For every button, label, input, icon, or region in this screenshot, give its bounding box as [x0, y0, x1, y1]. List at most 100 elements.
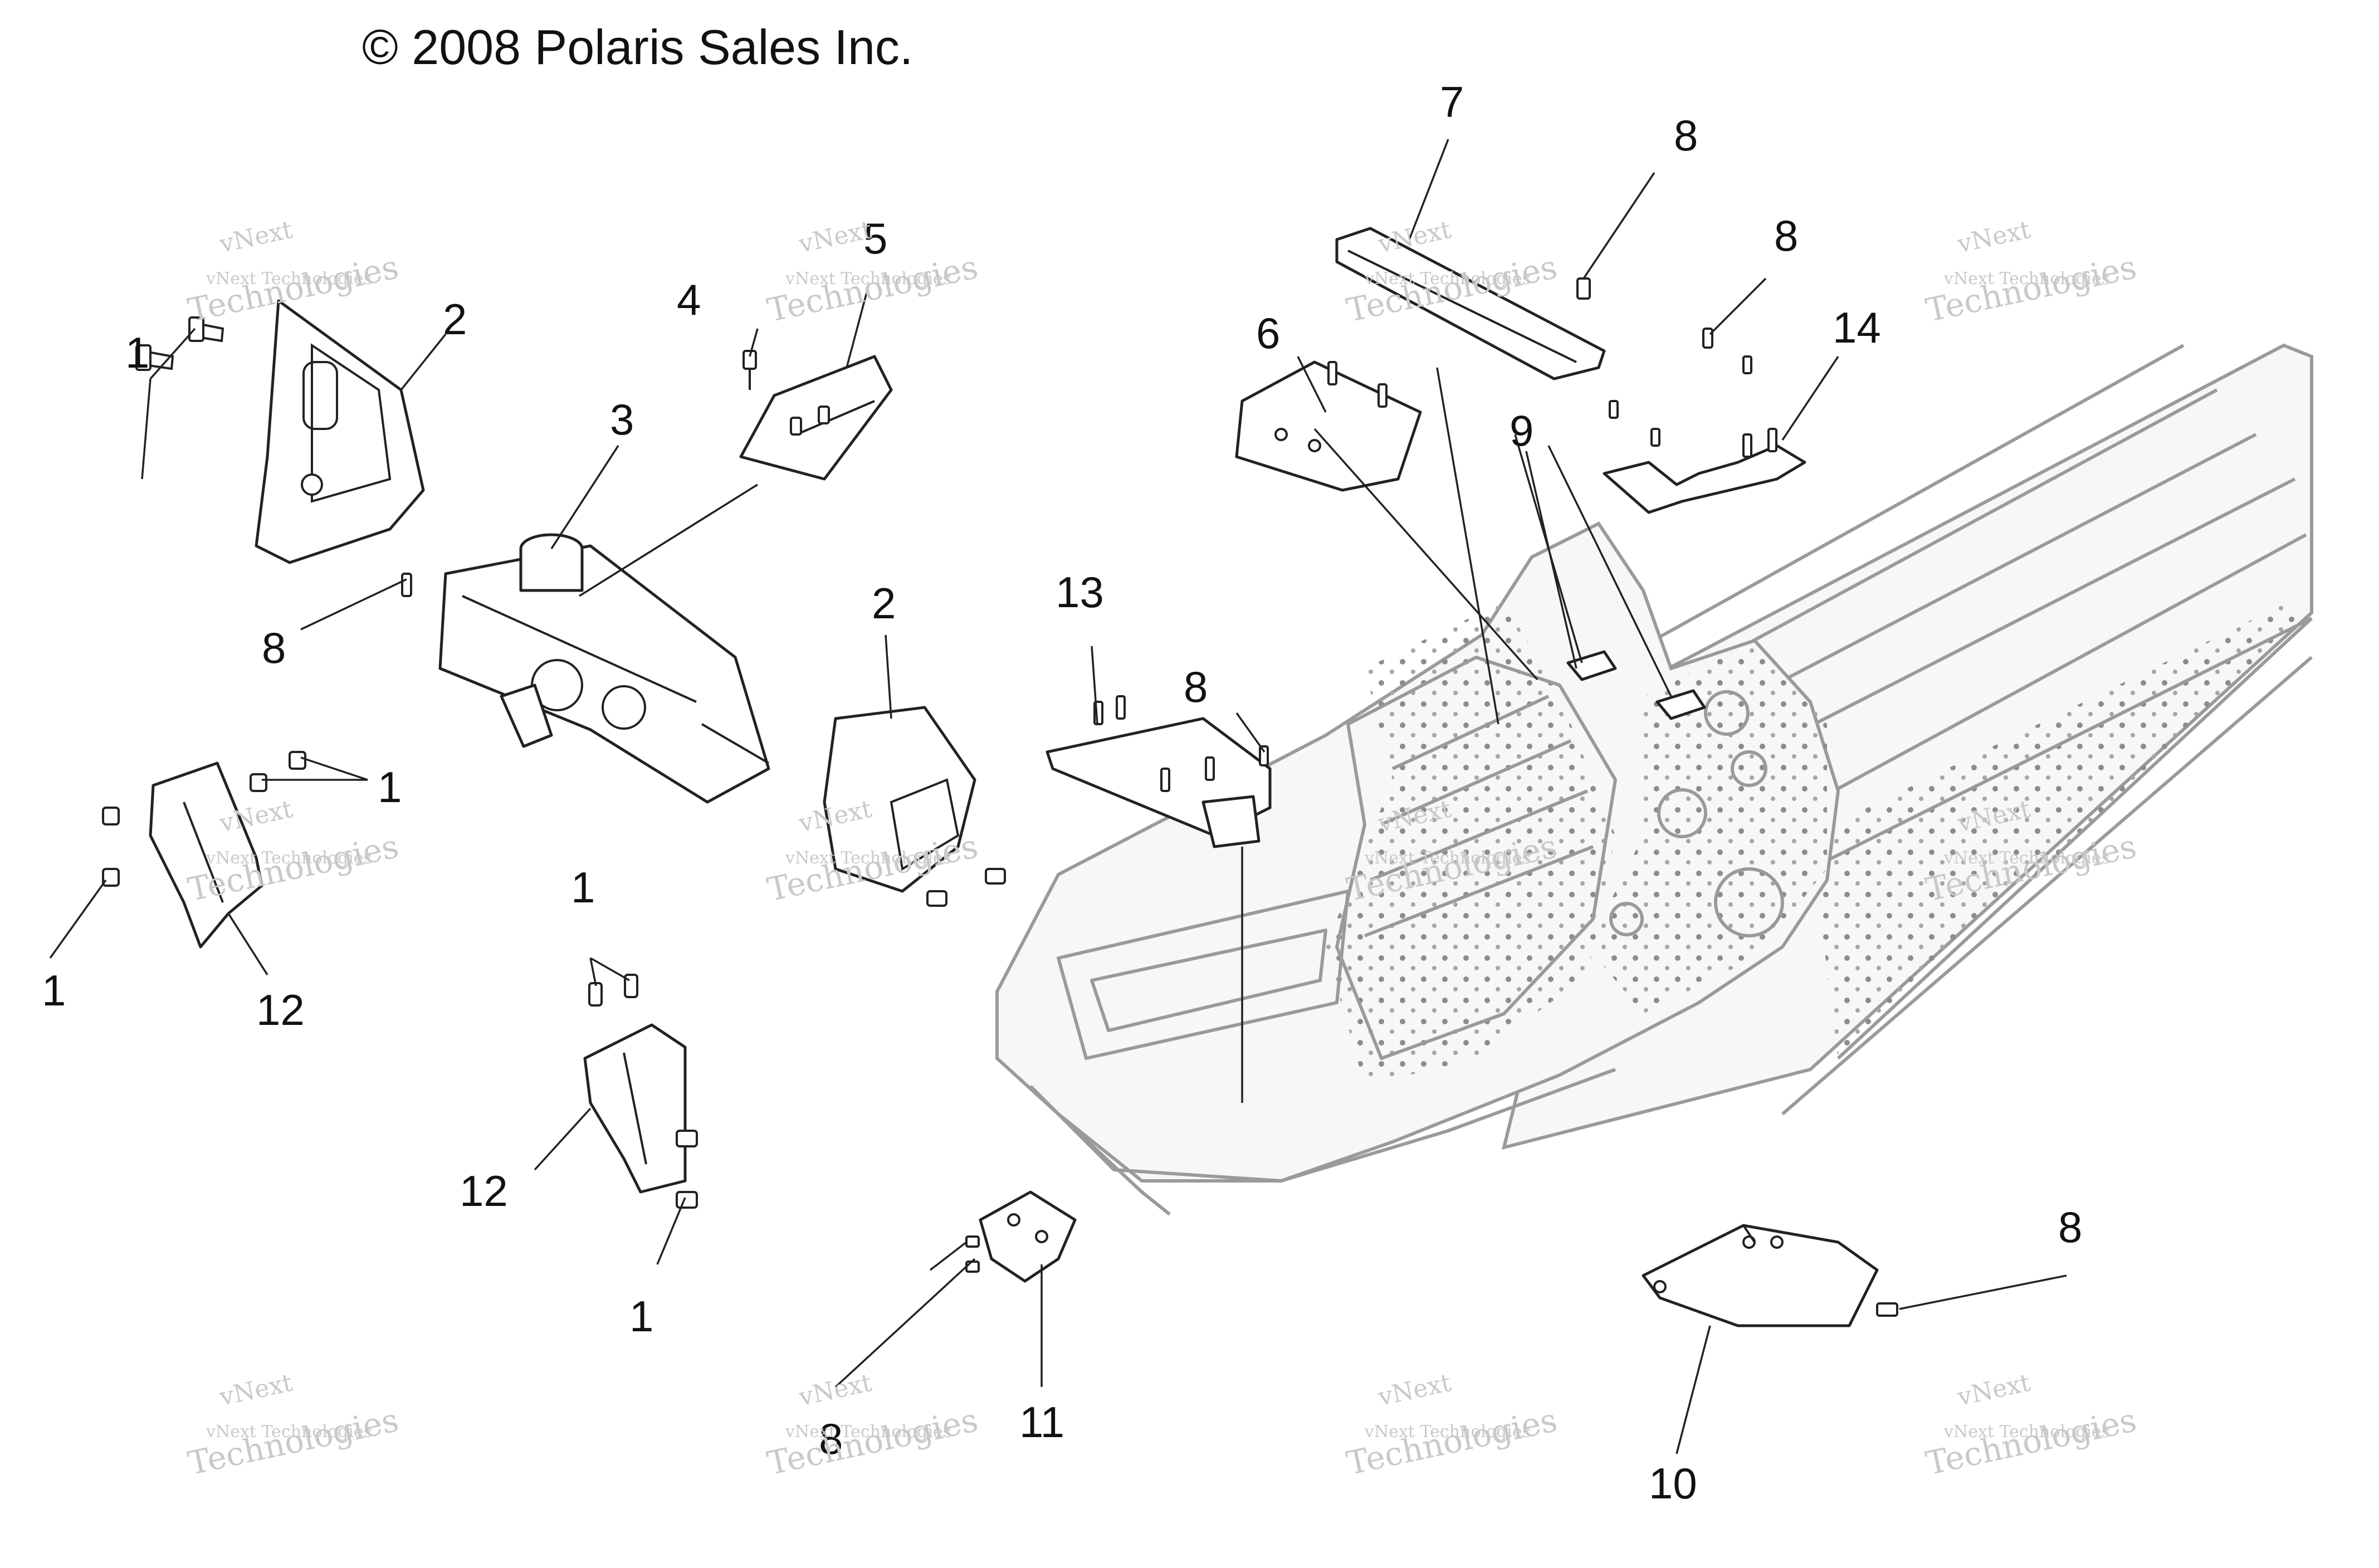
part-6-bracket	[1235, 360, 1422, 492]
callout-3: 3	[610, 395, 634, 444]
part-8-pin-a	[401, 573, 412, 597]
callout-8: 8	[2058, 1203, 2082, 1252]
bulkhead-dot-texture	[1326, 602, 1615, 1086]
tunnel-rail-upper	[1642, 344, 2185, 648]
footwell-floor-1	[1391, 695, 1550, 770]
chassis-frame	[995, 343, 2313, 1216]
svg-text:vNext Technologies: vNext Technologies	[1943, 1422, 2110, 1442]
svg-text:Technologies: Technologies	[1344, 1401, 1561, 1482]
tunnel-rail-3	[1698, 433, 2257, 726]
front-crossmember	[1057, 890, 1350, 1060]
part-2-upper-bracket	[255, 299, 425, 564]
callout-8: 8	[1674, 111, 1698, 160]
callout-8: 8	[262, 623, 286, 672]
part-8-pin-group-top	[1576, 277, 1752, 447]
callout-1: 1	[378, 763, 402, 812]
callout-1: 1	[571, 863, 595, 912]
callout-1: 1	[42, 966, 66, 1015]
tunnel-rail-2	[1670, 388, 2218, 687]
callout-12: 12	[460, 1166, 508, 1215]
tunnel-rail-6	[1809, 617, 2313, 871]
part-11-cover	[965, 1190, 1077, 1283]
frame-hole-5	[1609, 902, 1644, 936]
svg-text:Technologies: Technologies	[185, 1401, 402, 1482]
callout-8: 8	[1184, 662, 1208, 711]
svg-text:vNext: vNext	[1955, 216, 2033, 259]
part-3-front-housing	[438, 533, 770, 804]
callout-1: 1	[629, 1292, 653, 1341]
callout-9: 9	[1510, 406, 1533, 455]
svg-text:vNext: vNext	[1375, 1369, 1454, 1412]
callout-6: 6	[1256, 309, 1280, 358]
watermark: vNext vNext Technologies Technologies	[185, 795, 402, 909]
svg-text:vNext Technologies: vNext Technologies	[785, 1422, 951, 1442]
watermark: vNext vNext Technologies Technologies	[1923, 216, 2140, 330]
footwell-floor-2	[1380, 739, 1572, 826]
svg-text:vNext Technologies: vNext Technologies	[1364, 1422, 1531, 1442]
svg-text:vNext Technologies: vNext Technologies	[206, 848, 372, 868]
callout-11: 11	[1019, 1398, 1064, 1447]
callout-1: 1	[125, 328, 149, 377]
part-10-plate	[1642, 1224, 1898, 1327]
lower-frame-rail-2	[1057, 1112, 1171, 1216]
tunnel-rail-5	[1781, 533, 2307, 820]
svg-text:vNext Technologies: vNext Technologies	[1943, 848, 2110, 868]
callout-4: 4	[677, 275, 701, 324]
copyright-notice: © 2008 Polaris Sales Inc.	[362, 19, 913, 75]
footwell-floor-4	[1364, 845, 1594, 937]
svg-text:vNext: vNext	[217, 1369, 295, 1412]
watermark: vNext vNext Technologies Technologies	[1923, 1369, 2140, 1483]
running-board-lower	[1781, 656, 2313, 1116]
part-5-cover-plate	[739, 355, 893, 481]
part-7-channel	[1335, 227, 1606, 380]
svg-text:Technologies: Technologies	[1923, 1401, 2140, 1482]
callout-2: 2	[443, 295, 467, 344]
svg-text:vNext: vNext	[796, 216, 875, 259]
svg-text:vNext Technologies: vNext Technologies	[785, 269, 951, 289]
part-1-bolt-group-a	[135, 316, 224, 371]
callout-5: 5	[863, 214, 887, 263]
svg-text:vNext Technologies: vNext Technologies	[1364, 269, 1531, 289]
svg-text:vNext: vNext	[217, 216, 295, 259]
callout-2: 2	[872, 579, 896, 628]
callout-10: 10	[1649, 1459, 1697, 1508]
footwell-opening	[1335, 656, 1617, 1060]
running-board-edge	[1836, 617, 2313, 1060]
svg-text:Technologies: Technologies	[1923, 248, 2140, 329]
frame-hole-1	[1704, 690, 1750, 736]
svg-text:vNext: vNext	[796, 1369, 875, 1412]
part-12-center-bracket	[583, 974, 698, 1209]
part-14-bracket	[1603, 428, 1806, 514]
svg-text:vNext Technologies: vNext Technologies	[1943, 269, 2110, 289]
part-9-pads	[1566, 650, 1706, 720]
frame-hole-3	[1657, 788, 1707, 838]
watermark: vNext vNext Technologies Technologies	[1344, 1369, 1561, 1483]
front-crossmember-inner	[1090, 929, 1327, 1032]
callout-7: 7	[1440, 77, 1464, 126]
frame-hole-4	[1714, 867, 1784, 937]
svg-text:vNext: vNext	[1955, 1369, 2033, 1412]
callout-8: 8	[1774, 211, 1798, 260]
part-13-plate	[1046, 695, 1272, 848]
frame-hole-2	[1731, 750, 1767, 787]
svg-text:Technologies: Technologies	[764, 1401, 981, 1482]
callout-8: 8	[819, 1414, 843, 1463]
side-panel-dot-texture	[1587, 641, 1827, 1014]
tunnel-dot-texture	[1810, 602, 2312, 1058]
watermark: vNext vNext Technologies Technologies	[185, 1369, 402, 1483]
callout-13: 13	[1056, 568, 1104, 617]
svg-text:vNext Technologies: vNext Technologies	[206, 1422, 372, 1442]
part-4-bolt	[742, 350, 757, 390]
part-2-middle-bracket	[823, 706, 1006, 907]
part-1-bolt-group-b	[102, 751, 306, 887]
svg-text:vNext Technologies: vNext Technologies	[1364, 848, 1531, 868]
leader-lines	[49, 139, 2067, 1454]
footwell-floor-3	[1369, 789, 1589, 882]
callout-labels: 1 2 3 4 5 8 1 1 12 2 13 8 1 12 1 6 7 8 8…	[42, 77, 2082, 1508]
svg-text:vNext Technologies: vNext Technologies	[785, 848, 951, 868]
svg-text:vNext Technologies: vNext Technologies	[206, 269, 372, 289]
watermark: vNext vNext Technologies Technologies	[764, 1369, 981, 1483]
callout-12: 12	[256, 985, 305, 1034]
callout-14: 14	[1833, 303, 1881, 352]
